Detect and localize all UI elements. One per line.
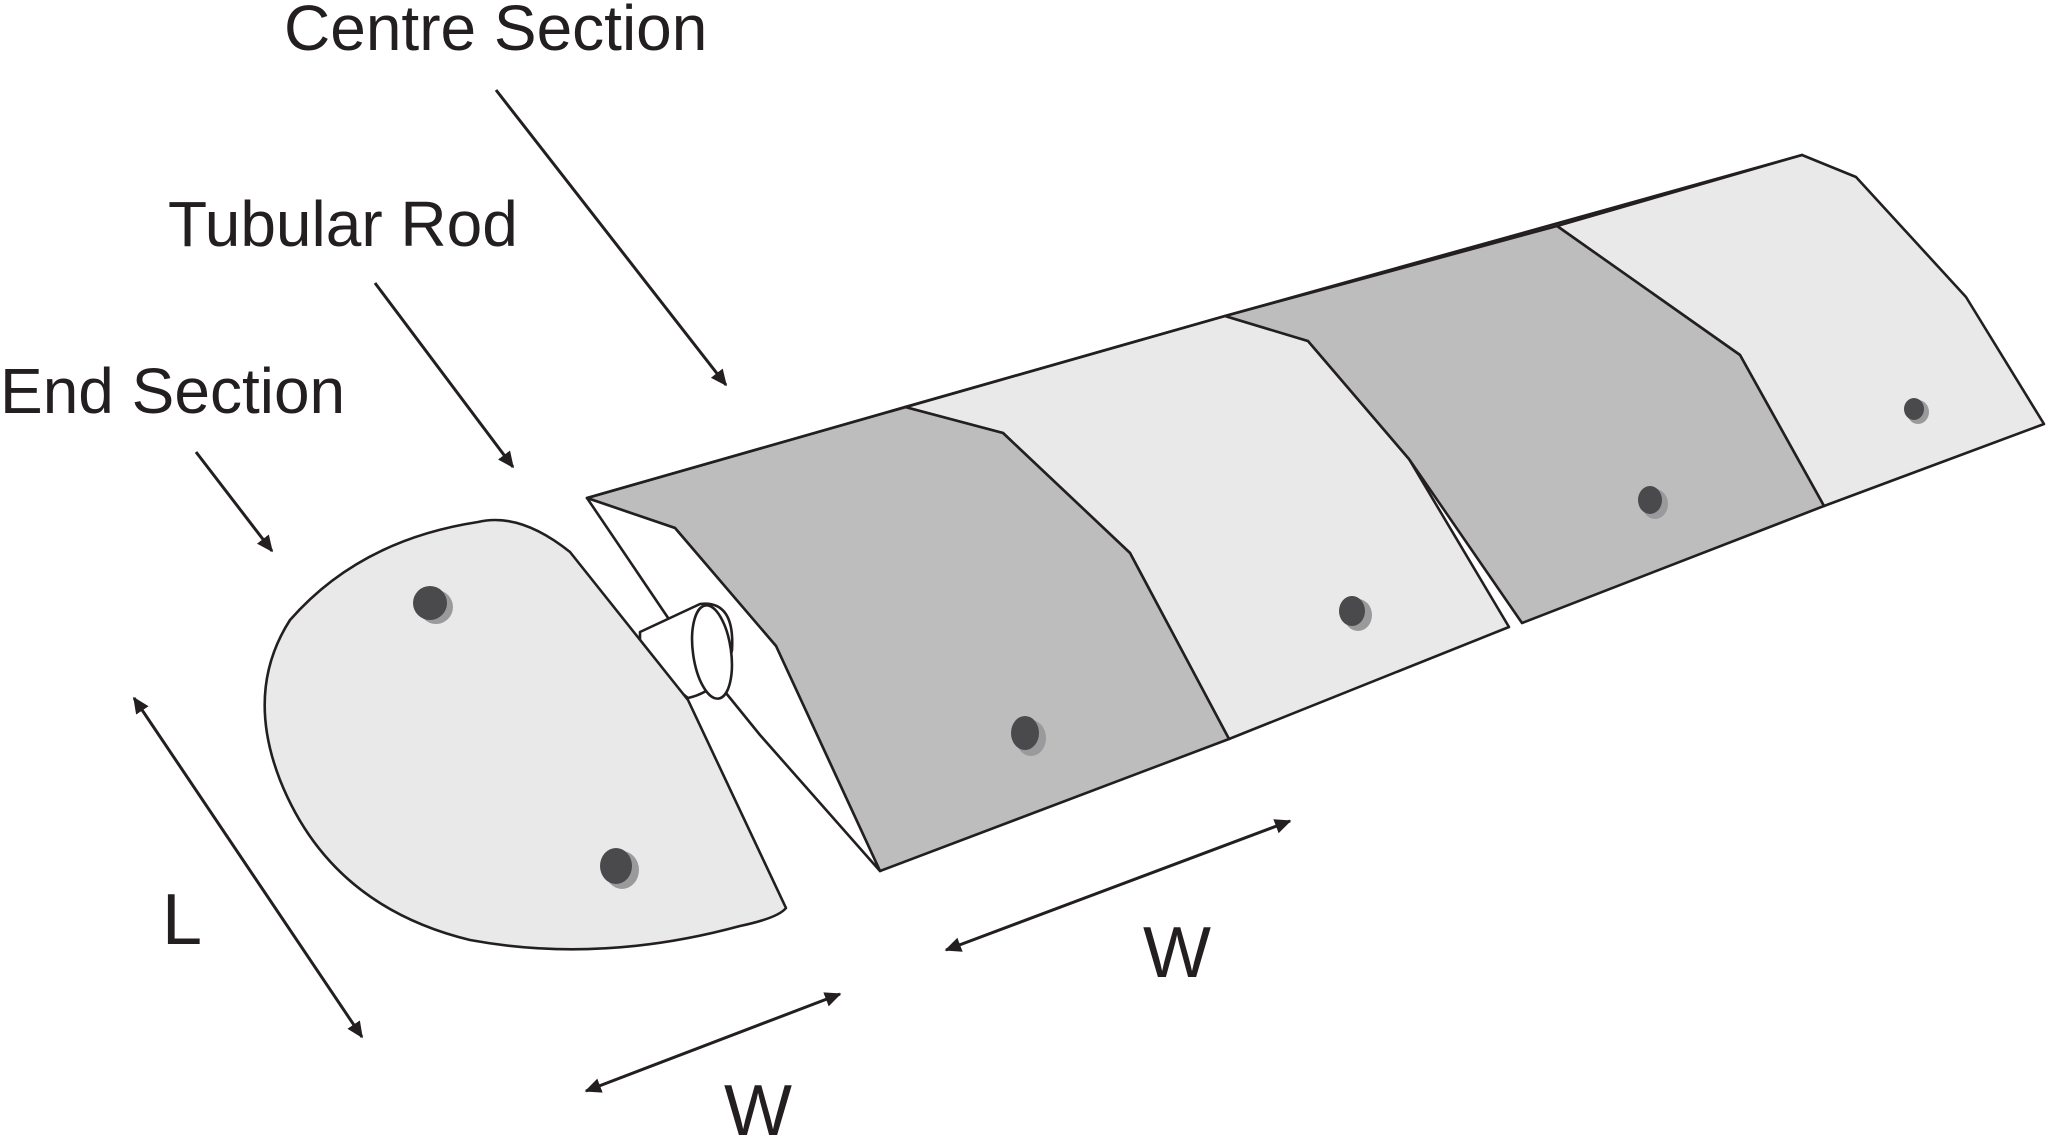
width-centre-label: W	[1143, 913, 1211, 993]
width-centre-dimension-arrow	[944, 819, 1292, 952]
centre-segment-dark-2	[1223, 224, 1826, 625]
end-section-label: End Section	[0, 355, 345, 427]
width-end-dimension-arrow	[584, 992, 842, 1093]
centre-section-arrow	[494, 89, 728, 387]
tubular-rod-arrow	[373, 282, 515, 469]
end-section-arrow	[194, 451, 274, 553]
centre-section	[585, 153, 2046, 873]
end-section	[263, 518, 788, 951]
centre-section-label: Centre Section	[284, 0, 707, 64]
centre-section-ridge	[585, 153, 1804, 500]
centre-bolt-hole-1	[1011, 716, 1046, 756]
centre-bolt-hole-3	[1638, 486, 1668, 519]
centre-bolt-hole-4	[1904, 398, 1929, 424]
centre-bolt-hole-2	[1339, 596, 1372, 631]
width-end-label: W	[724, 1071, 792, 1138]
tubular-rod-label: Tubular Rod	[168, 188, 518, 260]
end-bolt-hole-1	[413, 586, 453, 624]
length-label: L	[162, 880, 202, 960]
length-dimension-arrow	[132, 696, 364, 1039]
end-bolt-hole-2	[600, 848, 639, 889]
